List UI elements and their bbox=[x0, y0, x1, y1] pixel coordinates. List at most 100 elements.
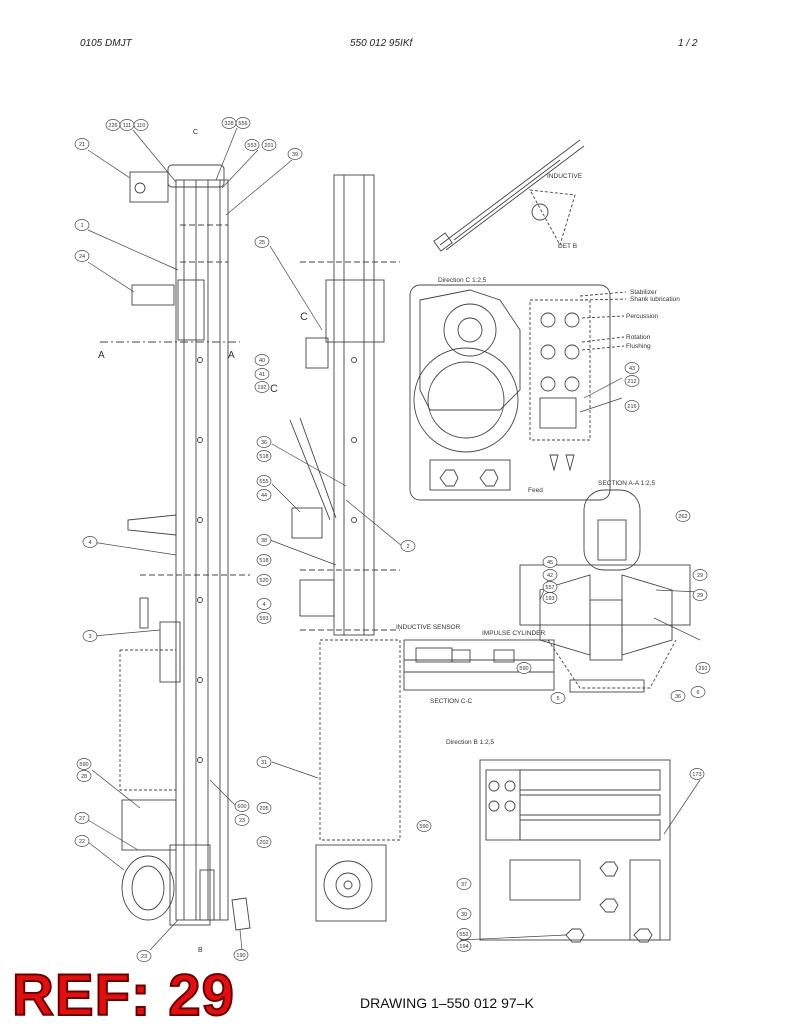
balloon-43: 43 bbox=[624, 362, 640, 374]
section-aa-view bbox=[519, 489, 691, 693]
svg-text:3: 3 bbox=[88, 634, 91, 640]
balloon-600: 600 bbox=[234, 800, 250, 812]
balloon-40: 40 bbox=[254, 354, 270, 366]
balloon-192: 192 bbox=[254, 381, 270, 393]
label-inductive-sensor: INDUCTIVE SENSOR bbox=[396, 624, 461, 631]
balloon-190: 190 bbox=[233, 949, 249, 961]
balloon-2: 2 bbox=[400, 540, 416, 552]
svg-text:36: 36 bbox=[675, 694, 681, 700]
balloon-212: 212 bbox=[624, 375, 640, 387]
label-section-aa: SECTION A-A 1:2,5 bbox=[598, 480, 655, 487]
balloon-41: 41 bbox=[254, 368, 270, 380]
label-percussion: Percussion bbox=[626, 313, 659, 320]
svg-text:40: 40 bbox=[259, 358, 265, 364]
balloon-202: 202 bbox=[256, 836, 272, 848]
balloon-6: 6 bbox=[690, 686, 706, 698]
balloon-45: 45 bbox=[542, 556, 558, 568]
svg-text:216: 216 bbox=[627, 404, 636, 410]
svg-text:552: 552 bbox=[459, 932, 468, 938]
label-feed: Feed bbox=[528, 487, 543, 494]
balloon-226: 226 bbox=[105, 119, 121, 131]
svg-text:192: 192 bbox=[257, 385, 266, 391]
feed-beam-middle bbox=[289, 174, 401, 922]
svg-text:212: 212 bbox=[627, 379, 636, 385]
svg-text:27: 27 bbox=[79, 816, 85, 822]
balloon-25: 25 bbox=[254, 236, 270, 248]
svg-text:553: 553 bbox=[247, 143, 256, 149]
balloon-42: 42 bbox=[542, 569, 558, 581]
svg-text:518: 518 bbox=[259, 558, 268, 564]
balloon-205: 205 bbox=[256, 802, 272, 814]
svg-text:28: 28 bbox=[81, 774, 87, 780]
svg-text:21: 21 bbox=[79, 142, 85, 148]
balloon-201: 201 bbox=[261, 139, 277, 151]
balloon-38: 38 bbox=[256, 534, 272, 546]
svg-text:593: 593 bbox=[259, 616, 268, 622]
balloon-590b: 590 bbox=[416, 820, 432, 832]
balloon-518: 518 bbox=[256, 450, 272, 462]
svg-text:25: 25 bbox=[259, 240, 265, 246]
svg-text:41: 41 bbox=[259, 372, 265, 378]
balloon-110: 110 bbox=[133, 119, 149, 131]
svg-text:6: 6 bbox=[696, 690, 699, 696]
overview-rig bbox=[433, 139, 585, 252]
svg-text:194: 194 bbox=[459, 944, 468, 950]
svg-text:2: 2 bbox=[406, 544, 409, 550]
svg-text:38: 38 bbox=[261, 538, 267, 544]
svg-text:45: 45 bbox=[547, 560, 553, 566]
svg-text:4: 4 bbox=[88, 540, 91, 546]
balloon-37: 37 bbox=[456, 878, 472, 890]
svg-text:555: 555 bbox=[259, 479, 268, 485]
ref-label: REF: 29 bbox=[11, 963, 235, 1028]
balloon-36: 36 bbox=[256, 436, 272, 448]
svg-text:193: 193 bbox=[545, 596, 554, 602]
svg-text:291: 291 bbox=[698, 666, 707, 672]
balloon-28: 28 bbox=[76, 770, 92, 782]
balloon-27: 27 bbox=[74, 812, 90, 824]
svg-text:226: 226 bbox=[108, 123, 117, 129]
svg-text:111: 111 bbox=[123, 123, 131, 129]
svg-text:556: 556 bbox=[238, 121, 247, 127]
label-direction-c: Direction C 1:2,5 bbox=[438, 277, 487, 284]
balloon-553: 553 bbox=[244, 139, 260, 151]
svg-text:29: 29 bbox=[697, 593, 703, 599]
balloon-30: 30 bbox=[456, 908, 472, 920]
svg-text:22: 22 bbox=[79, 839, 85, 845]
label-impulse-cylinder: IMPULSE CYLINDER bbox=[482, 630, 546, 637]
svg-text:600: 600 bbox=[237, 804, 246, 810]
svg-text:29: 29 bbox=[697, 573, 703, 579]
svg-text:30: 30 bbox=[461, 912, 467, 918]
direction-c-view bbox=[409, 284, 627, 501]
balloon-552: 552 bbox=[456, 928, 472, 940]
header-page-number: 1 / 2 bbox=[678, 38, 698, 49]
balloon-31: 31 bbox=[256, 756, 272, 768]
balloon-4: 4 bbox=[256, 598, 272, 610]
balloon-590c: 590 bbox=[516, 662, 532, 674]
balloon-262: 262 bbox=[675, 510, 691, 522]
direction-b-view bbox=[479, 759, 671, 943]
balloon-1: 1 bbox=[74, 219, 90, 231]
balloon-194: 194 bbox=[456, 940, 472, 952]
svg-text:205: 205 bbox=[259, 806, 268, 812]
balloon-590: 590 bbox=[76, 758, 92, 770]
svg-text:518: 518 bbox=[259, 454, 268, 460]
svg-text:43: 43 bbox=[629, 366, 635, 372]
balloon-328: 328 bbox=[221, 117, 237, 129]
svg-text:190: 190 bbox=[236, 953, 245, 959]
svg-text:23: 23 bbox=[141, 954, 147, 960]
section-marker-a-left: A bbox=[98, 350, 105, 361]
svg-text:5: 5 bbox=[556, 696, 559, 702]
feed-beam-left bbox=[100, 164, 251, 931]
balloon-593: 593 bbox=[256, 612, 272, 624]
svg-text:42: 42 bbox=[547, 573, 553, 579]
balloon-557: 557 bbox=[542, 581, 558, 593]
balloon-518b: 518 bbox=[256, 554, 272, 566]
label-shank-lubrication: Shank lubrication bbox=[630, 296, 680, 303]
section-cc-view bbox=[403, 639, 555, 691]
balloon-173: 173 bbox=[689, 768, 705, 780]
svg-text:31: 31 bbox=[261, 760, 267, 766]
balloon-111: 111 bbox=[119, 119, 135, 131]
svg-text:590: 590 bbox=[519, 666, 528, 672]
svg-text:202: 202 bbox=[259, 840, 268, 846]
section-marker-a-right: A bbox=[228, 350, 235, 361]
